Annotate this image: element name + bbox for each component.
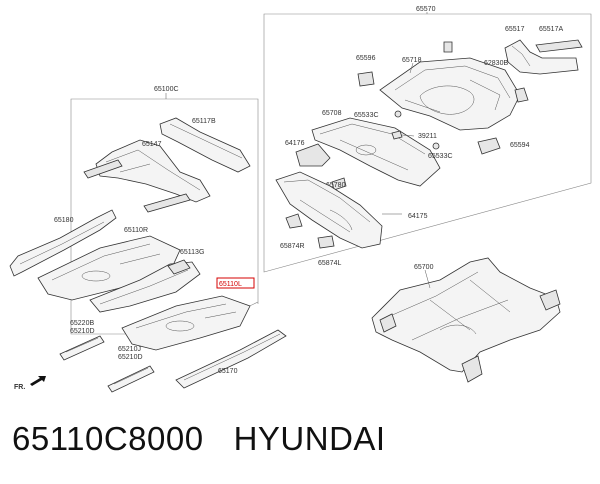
callout-65100C[interactable]: 65100C xyxy=(154,86,179,93)
subframe-65700[interactable] xyxy=(371,257,561,383)
sensor-39211[interactable] xyxy=(391,130,403,140)
callout-65874R[interactable]: 65874R xyxy=(280,243,305,250)
sill-member-65210j[interactable] xyxy=(107,365,155,393)
tunnel-65113g[interactable] xyxy=(89,259,201,313)
front-arrow-icon xyxy=(30,376,46,386)
bracket-65517a[interactable] xyxy=(535,39,583,53)
callout-65210D-b[interactable]: 65210D xyxy=(118,354,143,361)
callout-65596[interactable]: 65596 xyxy=(356,55,376,62)
bracket-65596[interactable] xyxy=(357,71,375,87)
floor-panel-65110l[interactable] xyxy=(121,295,251,351)
callout-65113G[interactable]: 65113G xyxy=(180,249,204,256)
callout-65110R[interactable]: 65110R xyxy=(124,227,148,234)
bracket-62830b[interactable] xyxy=(514,87,529,103)
side-sill-65170[interactable] xyxy=(175,329,287,389)
callout-65147[interactable]: 65147 xyxy=(142,141,162,148)
side-member-65180[interactable] xyxy=(9,209,117,277)
bracket-65874l[interactable] xyxy=(317,235,335,249)
callout-65170[interactable]: 65170 xyxy=(218,368,238,375)
callout-65718[interactable]: 65718 xyxy=(402,57,422,64)
callout-65594[interactable]: 65594 xyxy=(510,142,530,149)
front-member-left xyxy=(83,159,191,213)
cross-member-65517[interactable] xyxy=(504,39,579,75)
rear-floor-pan[interactable] xyxy=(379,57,521,131)
callout-65533C-a[interactable]: 65533C xyxy=(354,112,379,119)
cross-member-65117b[interactable] xyxy=(159,117,251,173)
rear-floor-group-frame xyxy=(263,13,592,273)
parts-diagram: 65570 65718 65596 65517 65517A 62830B 65… xyxy=(9,6,592,393)
panel-65780[interactable] xyxy=(331,177,347,191)
callout-65700[interactable]: 65700 xyxy=(414,264,434,271)
callout-65517[interactable]: 65517 xyxy=(505,26,525,33)
center-floor-group-frame xyxy=(70,98,259,335)
callout-65220B[interactable]: 65220B xyxy=(70,320,94,327)
panel-64176[interactable] xyxy=(295,143,331,167)
front-label: FR. xyxy=(14,384,25,391)
callout-65570[interactable]: 65570 xyxy=(416,6,436,13)
part-caption: 65110C8000 HYUNDAI xyxy=(12,420,386,458)
clip-65533c-b[interactable] xyxy=(432,142,440,150)
callout-65874L[interactable]: 65874L xyxy=(318,260,341,267)
brand-name: HYUNDAI xyxy=(233,420,386,457)
highlight-box-65110L xyxy=(216,277,255,289)
seat-cross-member-65147[interactable] xyxy=(95,139,211,203)
callout-65517A[interactable]: 65517A xyxy=(539,26,563,33)
callout-64175[interactable]: 64175 xyxy=(408,213,428,220)
callout-65780[interactable]: 65780 xyxy=(326,182,346,189)
sill-member-65220b[interactable] xyxy=(59,335,105,361)
callout-65117B[interactable]: 65117B xyxy=(192,118,216,125)
callout-65533C-b[interactable]: 65533C xyxy=(428,153,453,160)
bracket-65594[interactable] xyxy=(477,137,501,155)
callout-39211[interactable]: 39211 xyxy=(418,133,437,140)
callout-65180[interactable]: 65180 xyxy=(54,217,74,224)
front-direction-indicator: FR. xyxy=(14,376,46,391)
clip-65533c-a[interactable] xyxy=(394,110,402,118)
part-number: 65110C8000 xyxy=(12,420,204,457)
callout-65110L[interactable]: 65110L xyxy=(219,281,242,288)
rear-panel-64175[interactable] xyxy=(275,171,383,249)
callout-65210D-a[interactable]: 65210D xyxy=(70,328,95,335)
callout-62830B[interactable]: 62830B xyxy=(484,60,508,67)
bracket-65874r[interactable] xyxy=(285,213,303,229)
callout-65210J[interactable]: 65210J xyxy=(118,346,141,353)
callout-64176[interactable]: 64176 xyxy=(285,140,305,147)
small-part-top xyxy=(443,41,453,53)
callout-65708[interactable]: 65708 xyxy=(322,110,342,117)
rear-floor-member-65708[interactable] xyxy=(311,117,441,187)
